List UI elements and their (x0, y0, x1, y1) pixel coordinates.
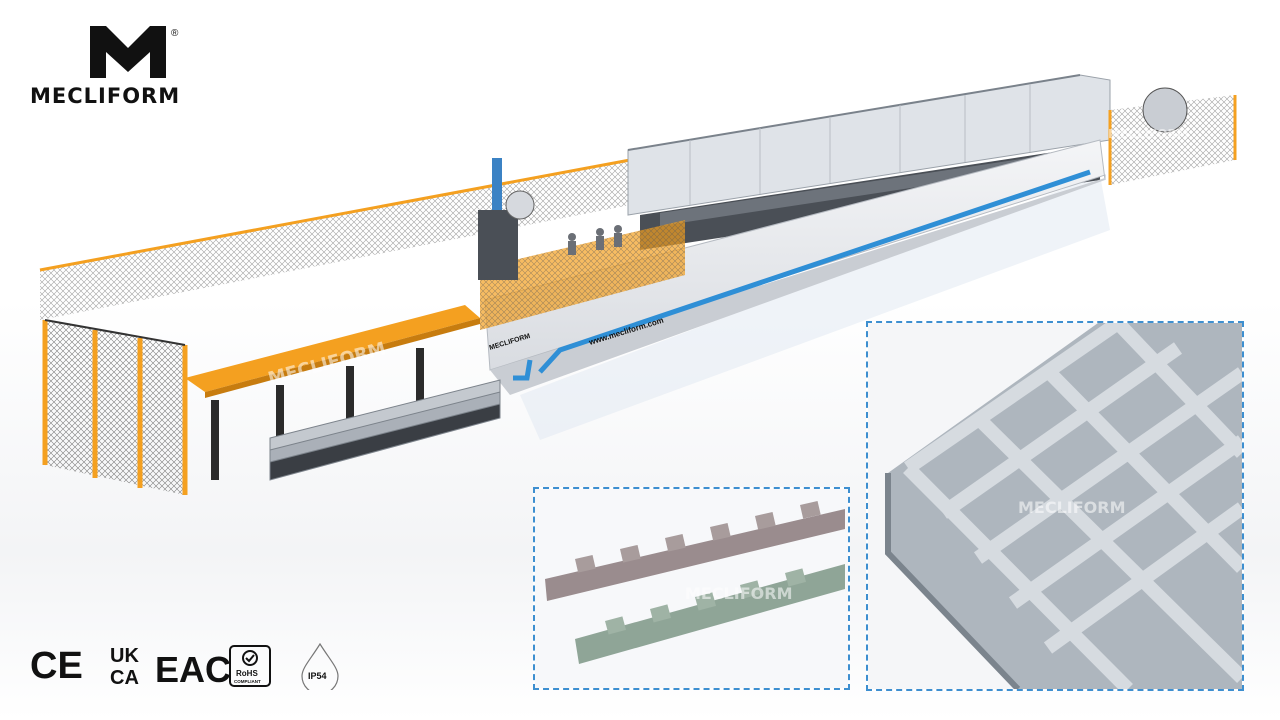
check-icon (242, 650, 258, 666)
machine-body: www.mecliform.com MECLIFORM (484, 139, 1106, 395)
droplet-icon (301, 642, 339, 690)
registered-mark: ® (171, 28, 179, 39)
brand-wordmark: MECLIFORM (30, 84, 181, 108)
decoiler-enclosure: MECLIFORM (1108, 87, 1237, 185)
grid-ceiling-inset: MECLIFORM (866, 321, 1244, 691)
rohs-badge: RoHS COMPLIANT (229, 645, 271, 687)
rear-safety-fence (39, 158, 631, 320)
ukca-mark-bottom: CA (110, 667, 139, 689)
ip54-badge: IP54 (301, 642, 339, 690)
ip-rating-label: IP54 (308, 671, 327, 681)
entry-safety-guard (480, 220, 685, 330)
inset-b-watermark: MECLIFORM (1018, 498, 1126, 517)
roll-former-hood (627, 74, 1111, 216)
decoiler-watermark: MECLIFORM (1108, 127, 1189, 141)
notched-profiles-image: MECLIFORM (535, 489, 848, 688)
grid-ceiling-image: MECLIFORM (868, 323, 1242, 689)
eac-mark: EAC (155, 649, 231, 690)
rohs-label: RoHS (236, 669, 258, 678)
ce-mark: CE (30, 645, 83, 687)
hydraulic-unit (478, 158, 535, 280)
inset-a-watermark: MECLIFORM (685, 584, 793, 603)
operators (568, 225, 622, 255)
profile-detail-inset: MECLIFORM (533, 487, 850, 690)
rohs-sub-label: COMPLIANT (234, 679, 261, 684)
ukca-mark-top: UK (110, 645, 139, 667)
stacked-profiles (269, 379, 501, 481)
mecliform-logo: ® (90, 26, 179, 78)
certification-marks: CE UK CA EAC RoHS COMPLIANT IP54 (30, 642, 339, 690)
front-safety-fence (42, 319, 188, 495)
